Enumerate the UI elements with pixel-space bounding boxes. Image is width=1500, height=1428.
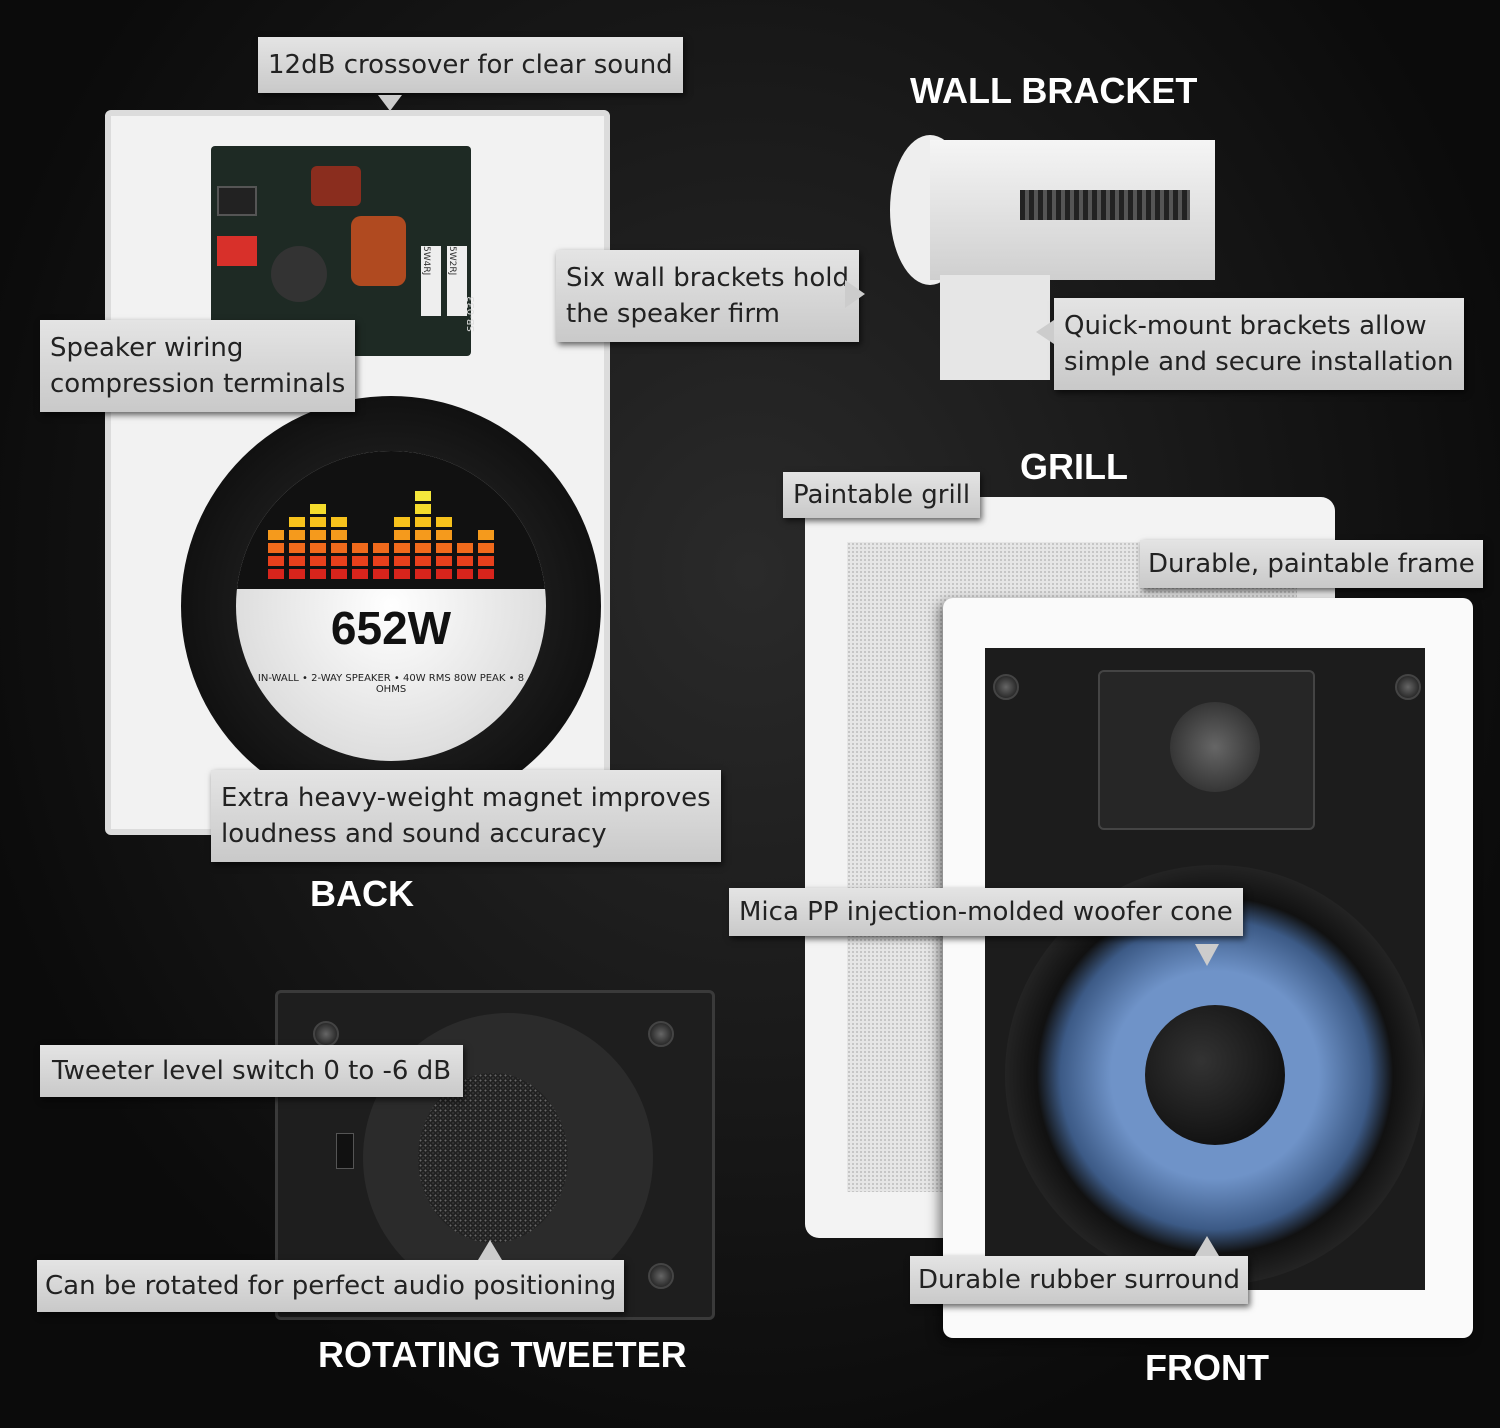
equalizer-bar: [436, 556, 452, 566]
equalizer-bar: [415, 530, 431, 540]
callout-text: Paintable grill: [793, 480, 971, 510]
heading-rotating-tweeter: ROTATING TWEETER: [318, 1334, 687, 1375]
callout-text: Durable rubber surround: [918, 1265, 1240, 1295]
spec-text: IN-WALL • 2-WAY SPEAKER • 40W RMS 80W PE…: [257, 673, 525, 695]
resistor-label: 5W4RJ: [421, 246, 431, 276]
equalizer-bar: [457, 543, 473, 553]
level-switch: [336, 1133, 354, 1169]
equalizer-bar: [415, 543, 431, 553]
equalizer-bar: [331, 543, 347, 553]
equalizer-bar: [394, 569, 410, 579]
equalizer-bar: [331, 556, 347, 566]
callout-crossover: 12dB crossover for clear sound: [258, 37, 683, 93]
callout-woofer: Mica PP injection-molded woofer cone: [729, 888, 1243, 936]
equalizer-bar: [289, 530, 305, 540]
equalizer-bar: [289, 569, 305, 579]
equalizer-bar: [331, 569, 347, 579]
magnet-label: 652W IN-WALL • 2-WAY SPEAKER • 40W RMS 8…: [236, 451, 546, 761]
callout-frame: Durable, paintable frame: [1140, 540, 1483, 588]
callout-paintable-grill: Paintable grill: [783, 472, 981, 518]
equalizer-bar: [268, 556, 284, 566]
equalizer-bar: [394, 530, 410, 540]
equalizer-bar: [457, 556, 473, 566]
front-woofer: [1005, 865, 1425, 1285]
equalizer-bar: [478, 569, 494, 579]
equalizer-bar: [310, 517, 326, 527]
callout-text: Extra heavy-weight magnet improves: [221, 783, 711, 813]
resistor-label: 5W2RJ: [447, 246, 457, 276]
power-rating: 652W: [330, 602, 452, 654]
equalizer-bar: [310, 543, 326, 553]
equalizer-bar: [415, 517, 431, 527]
equalizer-bar: [310, 530, 326, 540]
callout-brackets: Six wall brackets hold the speaker firm: [556, 250, 859, 342]
equalizer-bar: [415, 504, 431, 514]
callout-text: simple and secure installation: [1064, 347, 1454, 377]
equalizer-bar: [310, 569, 326, 579]
equalizer-bar: [478, 543, 494, 553]
callout-text: Speaker wiring: [50, 333, 244, 363]
equalizer-bar: [373, 569, 389, 579]
equalizer-bar: [394, 556, 410, 566]
equalizer-bar: [310, 504, 326, 514]
callout-tweeter-switch: Tweeter level switch 0 to -6 dB: [40, 1045, 464, 1097]
equalizer-bar: [289, 556, 305, 566]
equalizer-bar: [268, 569, 284, 579]
callout-text: Can be rotated for perfect audio positio…: [45, 1271, 617, 1301]
back-speaker-image: 5W4RJ 5W2RJ SB-033 652W IN-WALL • 2-WAY …: [105, 110, 610, 835]
heading-grill: GRILL: [1020, 446, 1128, 487]
woofer-back: 652W IN-WALL • 2-WAY SPEAKER • 40W RMS 8…: [181, 396, 601, 816]
equalizer-bar: [310, 556, 326, 566]
equalizer-bar: [331, 517, 347, 527]
equalizer-bar: [394, 543, 410, 553]
callout-surround: Durable rubber surround: [910, 1256, 1248, 1304]
heading-wall-bracket: WALL BRACKET: [910, 70, 1198, 111]
callout-text: compression terminals: [50, 369, 346, 399]
callout-text: loudness and sound accuracy: [221, 819, 607, 849]
equalizer-bar: [352, 556, 368, 566]
equalizer-bar: [373, 556, 389, 566]
equalizer-bar: [373, 543, 389, 553]
equalizer-bar: [436, 517, 452, 527]
heading-back: BACK: [310, 873, 414, 914]
equalizer-bar: [268, 530, 284, 540]
board-model: SB-033: [466, 296, 477, 332]
heading-front: FRONT: [1145, 1347, 1269, 1388]
callout-text: the speaker firm: [566, 299, 780, 329]
equalizer-bar: [268, 543, 284, 553]
equalizer-bar: [289, 517, 305, 527]
front-tweeter: [1098, 670, 1315, 830]
callout-wiring: Speaker wiring compression terminals: [40, 320, 356, 412]
callout-text: Durable, paintable frame: [1148, 549, 1475, 579]
equalizer-bar: [436, 569, 452, 579]
equalizer-bar: [394, 517, 410, 527]
equalizer-bar: [331, 530, 347, 540]
callout-text: Quick-mount brackets allow: [1064, 311, 1427, 341]
equalizer-bar: [415, 556, 431, 566]
wall-bracket-image: [890, 135, 1215, 380]
equalizer-bar: [415, 569, 431, 579]
callout-text: Tweeter level switch 0 to -6 dB: [52, 1056, 452, 1086]
equalizer-bar: [436, 543, 452, 553]
callout-text: Six wall brackets hold: [566, 263, 849, 293]
callout-rotate: Can be rotated for perfect audio positio…: [37, 1260, 625, 1312]
callout-text: 12dB crossover for clear sound: [268, 50, 673, 80]
equalizer-bar: [352, 543, 368, 553]
callout-text: Mica PP injection-molded woofer cone: [739, 897, 1233, 927]
callout-quick-mount: Quick-mount brackets allow simple and sec…: [1054, 298, 1464, 390]
equalizer-bar: [415, 491, 431, 501]
equalizer-bar: [436, 530, 452, 540]
equalizer-bar: [457, 569, 473, 579]
equalizer-bar: [478, 530, 494, 540]
callout-magnet: Extra heavy-weight magnet improves loudne…: [211, 770, 721, 862]
equalizer-bar: [478, 556, 494, 566]
equalizer-bar: [289, 543, 305, 553]
front-speaker-image: [943, 598, 1473, 1338]
equalizer-bar: [352, 569, 368, 579]
equalizer-graphic: [268, 481, 518, 581]
